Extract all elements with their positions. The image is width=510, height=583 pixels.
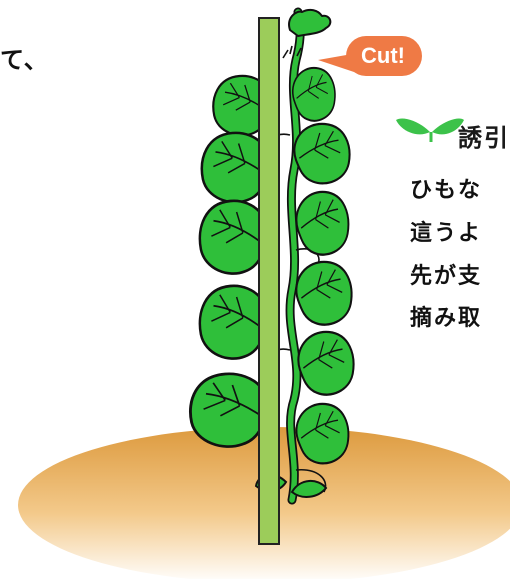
sprout-icon bbox=[396, 118, 464, 142]
right-leaves bbox=[291, 66, 355, 465]
heading: 誘引 bbox=[458, 124, 510, 152]
cut-label: Cut! bbox=[361, 43, 405, 68]
body-line-3: 先が支 bbox=[410, 264, 483, 289]
left-text-fragment: て、 bbox=[0, 46, 49, 74]
body-line-4: 摘み取 bbox=[410, 306, 483, 331]
body-line-2: 這うよ bbox=[410, 221, 483, 246]
body-line-1: ひもな bbox=[410, 178, 483, 203]
support-pole bbox=[258, 17, 280, 545]
cut-marks bbox=[282, 45, 302, 59]
cut-tip bbox=[288, 8, 332, 37]
cut-callout bbox=[318, 36, 422, 76]
